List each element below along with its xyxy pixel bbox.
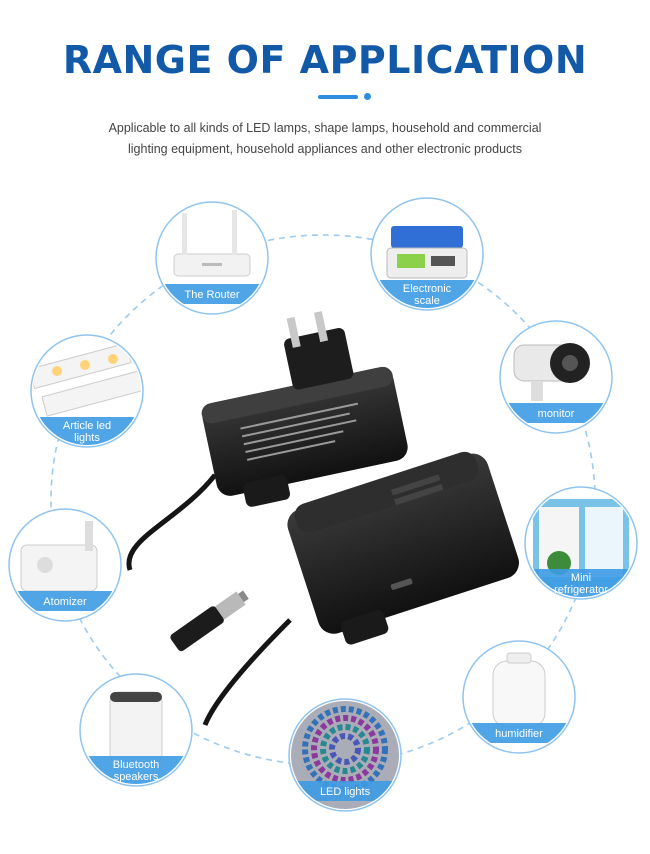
- page-title: RANGE OF APPLICATION: [62, 38, 588, 82]
- title-underline: [313, 93, 373, 101]
- application-4: humidifier: [462, 640, 576, 754]
- router-icon: [158, 204, 266, 312]
- atomizer-icon: [11, 511, 119, 619]
- led-board-icon: [33, 337, 141, 445]
- application-5: LED lights: [288, 698, 402, 812]
- subtitle-line-2: lighting equipment, household appliances…: [127, 142, 522, 156]
- humidifier-icon: [465, 643, 573, 751]
- application-label: Electronic: [403, 283, 452, 295]
- application-label: LED lights: [320, 786, 371, 798]
- application-label: Bluetooth: [113, 759, 159, 771]
- subtitle-line-1: Applicable to all kinds of LED lamps, sh…: [108, 121, 542, 135]
- led-strip-icon: [291, 701, 399, 809]
- speaker-icon: [82, 676, 190, 784]
- application-label: speakers: [114, 771, 159, 783]
- application-label: The Router: [184, 289, 239, 301]
- application-label: refrigerator: [554, 584, 608, 596]
- power-adapter-icon: [126, 311, 519, 726]
- application-label: scale: [414, 295, 440, 307]
- application-label: Article led: [63, 420, 111, 432]
- application-label: Atomizer: [43, 596, 87, 608]
- application-2: monitor: [499, 320, 613, 434]
- camera-icon: [502, 323, 610, 431]
- application-label: humidifier: [495, 728, 543, 740]
- application-label: lights: [74, 432, 100, 444]
- application-0: The Router: [155, 201, 269, 315]
- subtitle: Applicable to all kinds of LED lamps, sh…: [0, 118, 650, 160]
- application-7: Atomizer: [8, 508, 122, 622]
- application-label: monitor: [538, 408, 575, 420]
- application-label: Mini: [571, 572, 591, 584]
